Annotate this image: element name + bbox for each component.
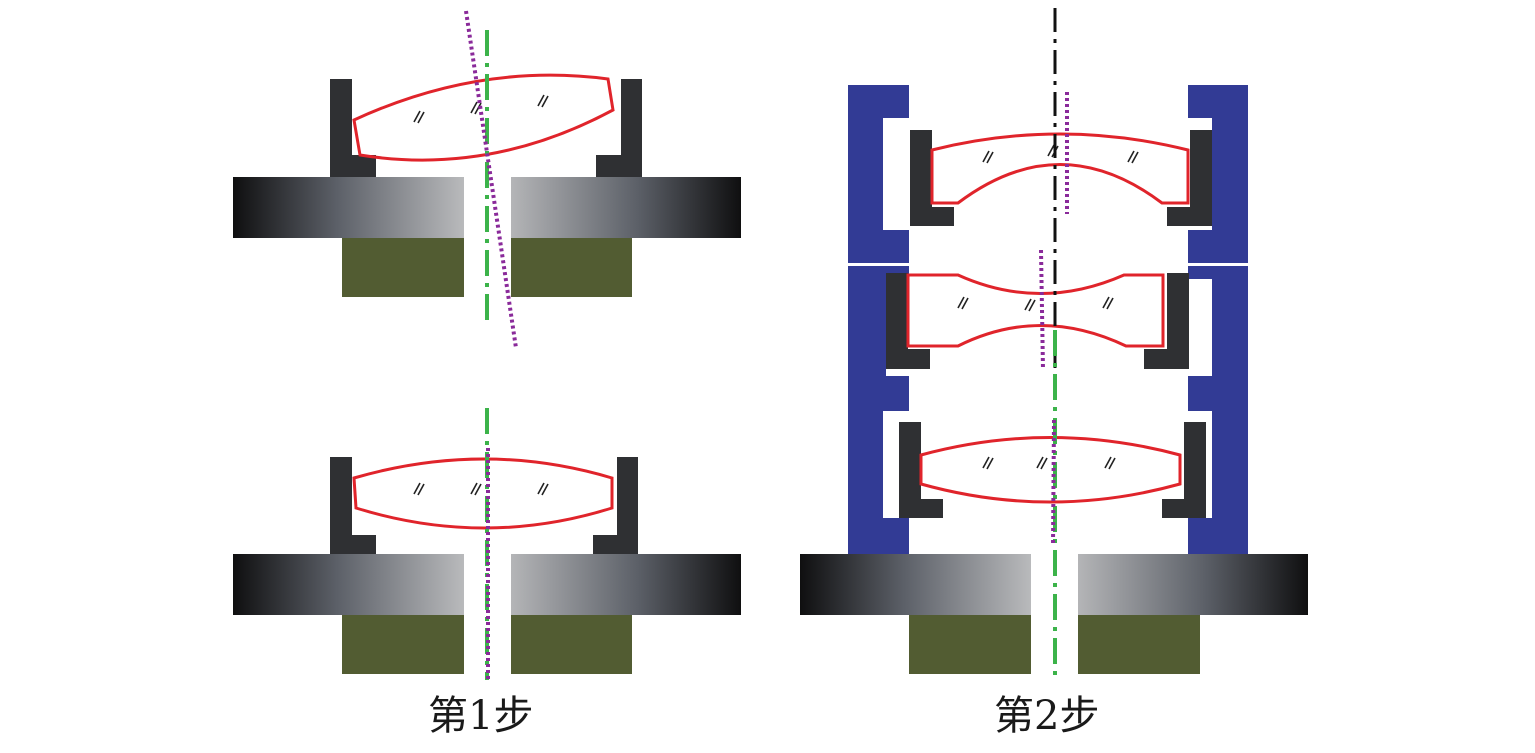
mounting-plate-right (511, 177, 741, 238)
lens-retainer-right (1162, 422, 1206, 518)
lens-retainer-right (1167, 130, 1212, 226)
mount-base-left (342, 238, 464, 297)
biconcave-axis-purple (1039, 249, 1045, 371)
mounting-plate-left (233, 177, 464, 238)
tilted-lens-axis-purple (464, 10, 518, 349)
step1-bottom-assembly (233, 408, 741, 680)
step1-caption: 第1步 (428, 693, 534, 739)
lens-barrel-upper-left (848, 85, 909, 263)
lens-retainer-left (330, 457, 376, 554)
mounting-plate-right (511, 554, 741, 615)
mount-base-left (909, 615, 1031, 674)
glass-hatch-icon (470, 482, 482, 496)
lens-barrel-upper-right (1188, 85, 1248, 263)
biconvex-axis-purple (1051, 419, 1056, 546)
step2-caption: 第2步 (994, 693, 1100, 739)
step1-top-assembly (233, 10, 741, 349)
glass-hatch-icon (537, 482, 549, 496)
lens-retainer-right (1144, 273, 1189, 369)
aligned-lens (352, 457, 614, 530)
glass-hatch-icon (982, 150, 994, 164)
mounting-plate-left (233, 554, 464, 615)
mount-base-right (511, 238, 632, 297)
glass-hatch-icon (1104, 456, 1116, 470)
step2-assembly (800, 8, 1308, 680)
mounting-plate-right (1078, 554, 1308, 615)
glass-hatch-icon (537, 94, 549, 108)
mount-base-left (342, 615, 464, 674)
glass-hatch-icon (1024, 298, 1036, 312)
mounting-plate-left (800, 554, 1031, 615)
glass-hatch-icon (413, 110, 425, 124)
lens-retainer-left (330, 79, 376, 177)
lens-barrel-lower-left (848, 266, 909, 554)
mount-base-right (1078, 615, 1200, 674)
lens-barrel-lower-right (1188, 266, 1248, 554)
glass-hatch-icon (413, 482, 425, 496)
lens-retainer-right (596, 79, 642, 177)
glass-hatch-icon (982, 456, 994, 470)
lens-retainer-right (593, 457, 638, 554)
glass-hatch-icon (1127, 150, 1139, 164)
glass-hatch-icon (1036, 456, 1048, 470)
tilted-lens (352, 73, 615, 162)
biconcave-lens (906, 273, 1165, 348)
glass-hatch-icon (1102, 296, 1114, 310)
biconvex-lens (919, 436, 1182, 504)
glass-hatch-icon (957, 296, 969, 310)
meniscus-lens (930, 132, 1190, 205)
mount-base-right (511, 615, 632, 674)
